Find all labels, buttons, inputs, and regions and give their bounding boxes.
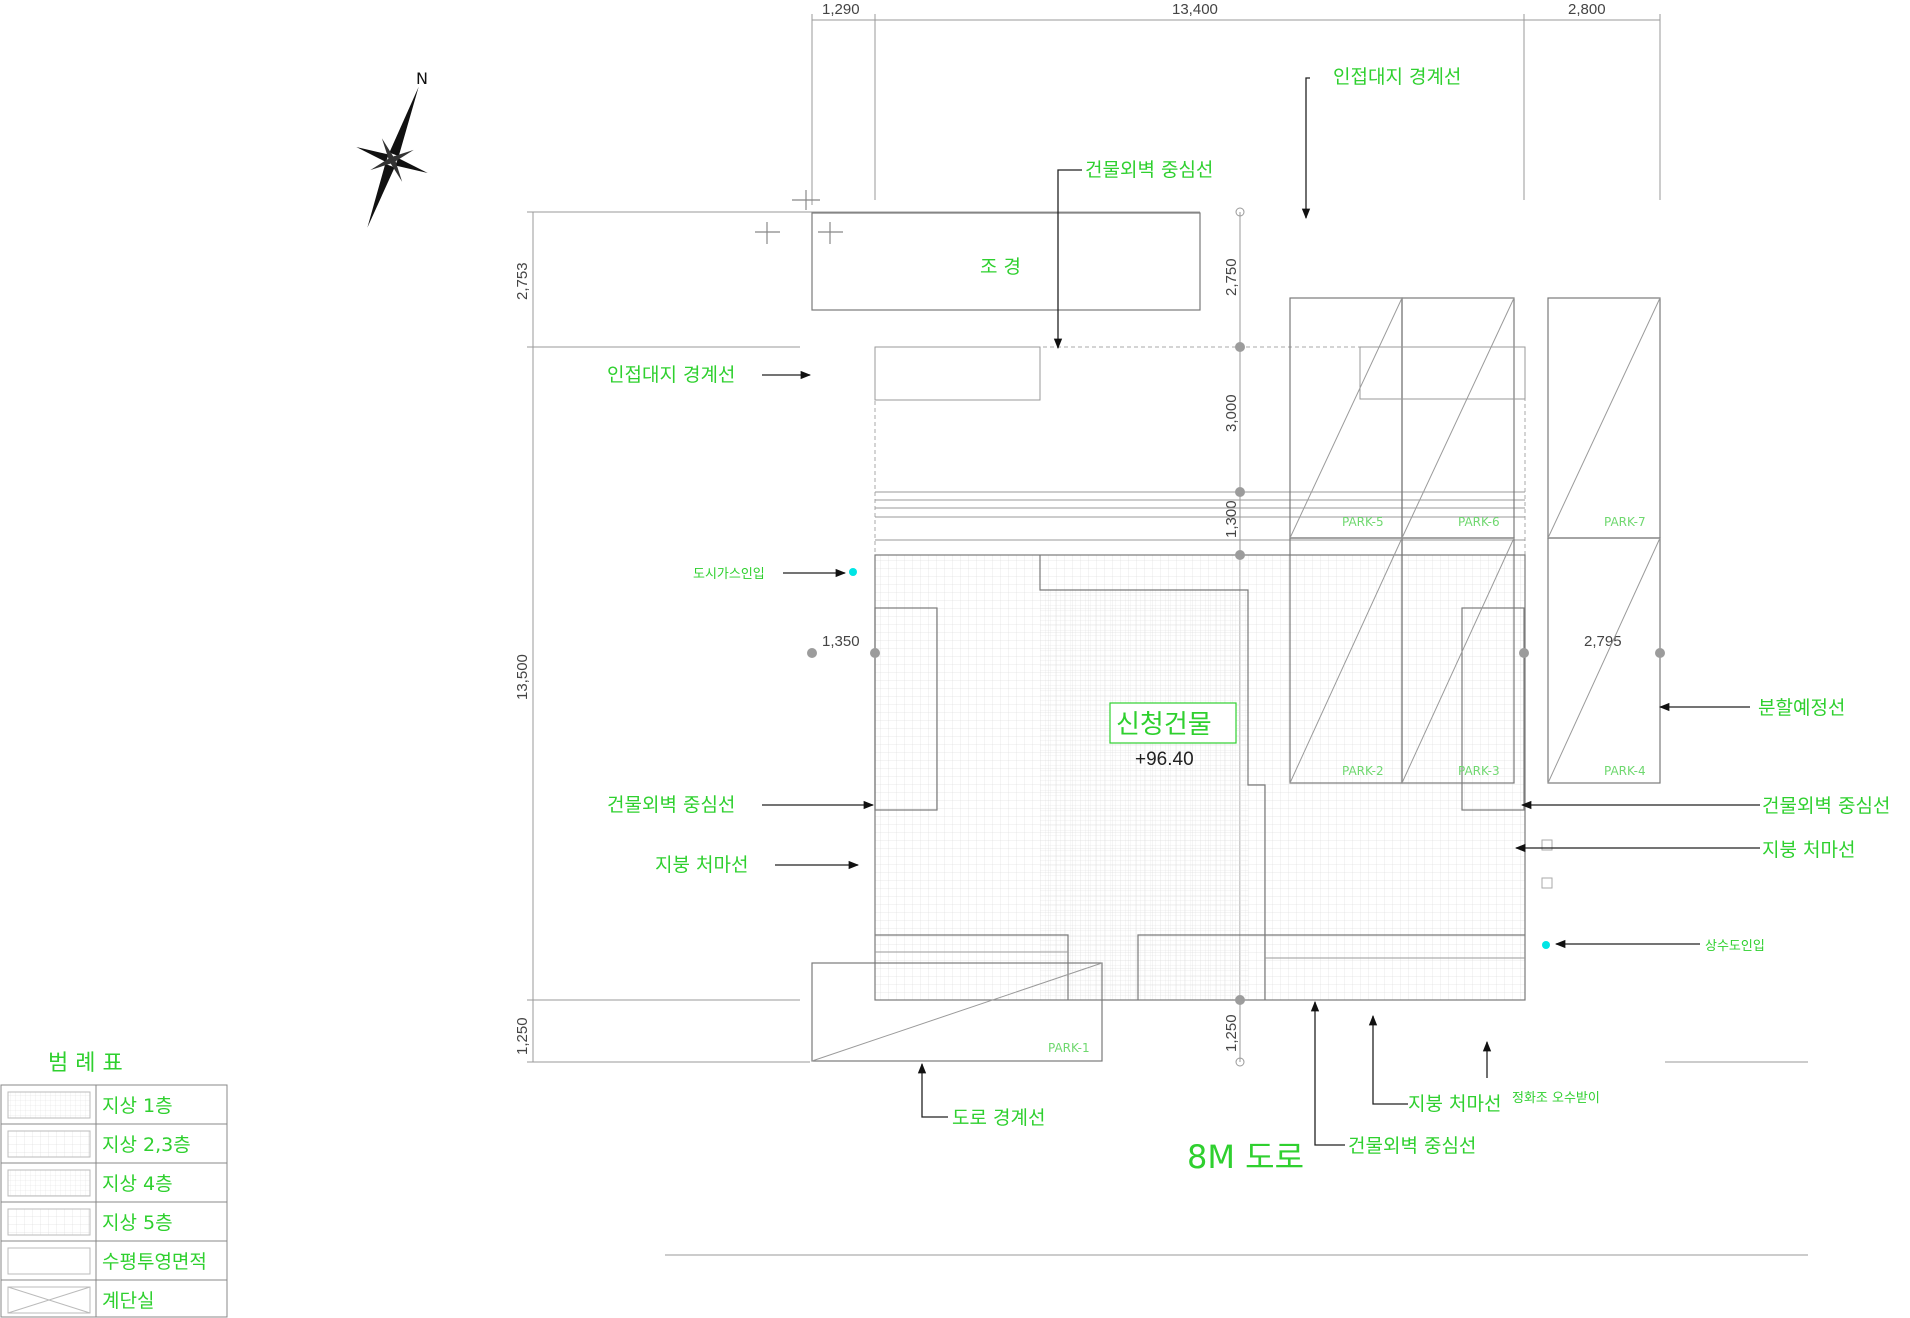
label-adjacent-boundary-left: 인접대지 경계선 [607,364,735,386]
dim-inner-4: 1,250 [1223,1014,1240,1052]
dim-inner-6: 2,795 [1584,633,1622,650]
label-wall-center-bottom: 건물외벽 중심선 [1348,1135,1476,1157]
legend-title: 범 례 표 [48,1051,123,1076]
legend-item-6: 계단실 [102,1290,154,1312]
dim-inner-5: 1,350 [822,633,860,650]
dim-top-2: 13,400 [1172,1,1218,18]
label-wall-center-top: 건물외벽 중심선 [1085,159,1213,181]
dim-top-3: 2,800 [1568,1,1606,18]
park-6-label: PARK-6 [1458,515,1500,529]
dim-inner-1: 2,750 [1223,258,1240,296]
label-wall-center-left: 건물외벽 중심선 [607,794,735,816]
parking-area [811,297,1661,1062]
north-arrow-icon: N [356,69,428,228]
dim-inner-3: 1,300 [1223,500,1240,538]
road-lines [665,1061,1808,1256]
building-footprint [874,554,1526,1001]
leader-lines [762,77,1760,1146]
label-landscape: 조 경 [980,256,1021,278]
reference-nodes [807,207,1665,1067]
label-adjacent-boundary-top: 인접대지 경계선 [1333,66,1461,88]
park-5-label: PARK-5 [1342,515,1384,529]
dim-left-2: 13,500 [514,654,531,700]
label-wall-center-right: 건물외벽 중심선 [1762,795,1890,817]
label-elevation: +96.40 [1135,749,1194,770]
north-label: N [416,69,428,88]
label-sewer: 정화조 오수받이 [1512,1091,1600,1106]
legend-item-3: 지상 4층 [102,1173,173,1195]
utility-markers [849,568,1553,949]
label-gas-inlet: 도시가스인입 [693,567,765,582]
label-eaves-left: 지붕 처마선 [655,854,748,876]
label-building: 신청건물 [1116,710,1212,740]
legend-item-2: 지상 2,3층 [102,1134,191,1156]
legend-item-4: 지상 5층 [102,1212,173,1234]
survey-marks [755,190,843,244]
label-water-inlet: 상수도인입 [1705,939,1765,954]
label-eaves-right: 지붕 처마선 [1762,839,1855,861]
legend: 범 례 표 지상 1층 지상 2,3층 지상 4층 지상 5층 수평투영면적 계… [0,1051,228,1318]
park-4-label: PARK-4 [1604,764,1646,778]
label-road: 8M 도로 [1187,1138,1304,1176]
label-division-line: 분할예정선 [1758,697,1845,719]
park-1-label: PARK-1 [1048,1041,1090,1055]
dim-left-1: 2,753 [514,262,531,300]
park-7-label: PARK-7 [1604,515,1646,529]
dim-top-1: 1,290 [822,1,860,18]
legend-item-5: 수평투영면적 [102,1251,207,1273]
park-3-label: PARK-3 [1458,764,1500,778]
label-road-boundary: 도로 경계선 [952,1107,1045,1129]
dimension-lines [527,14,1661,1063]
legend-item-1: 지상 1층 [102,1095,173,1117]
park-2-label: PARK-2 [1342,764,1384,778]
dim-inner-2: 3,000 [1223,394,1240,432]
dim-left-3: 1,250 [514,1017,531,1055]
label-eaves-bottom: 지붕 처마선 [1408,1093,1501,1115]
